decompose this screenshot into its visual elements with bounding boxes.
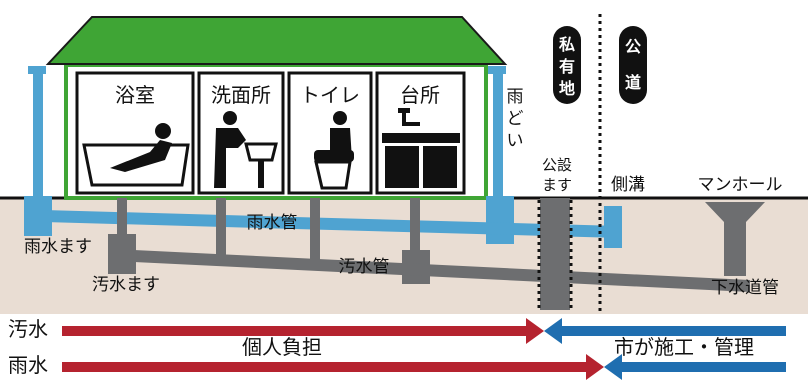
kitchen-sink-icon <box>382 108 460 188</box>
private-land-char-1: 私 <box>559 35 575 54</box>
room-toilet: トイレ <box>287 71 373 195</box>
room-label-kitchen: 台所 <box>400 83 440 107</box>
public-road-char-1: 公 <box>625 37 641 56</box>
sewage-pipes <box>108 198 765 310</box>
public-inlet-label-1: 公設 <box>542 156 572 174</box>
private-land-pill <box>553 26 581 104</box>
rainwater-pipe-label: 雨水管 <box>247 213 298 233</box>
toilet-person-icon <box>314 111 354 190</box>
private-land-char-3: 地 <box>559 79 575 98</box>
rainwater-pipes <box>24 66 622 248</box>
sewage-basin-label: 汚水ます <box>92 275 160 295</box>
rain-private-arrow <box>62 354 604 380</box>
washing-face-icon <box>214 111 278 188</box>
sewage-pipe-label: 汚水管 <box>339 257 390 277</box>
rain-gutter-char-2: ど <box>507 109 524 129</box>
room-label-bathroom: 浴室 <box>115 83 155 107</box>
room-washroom: 洗面所 <box>197 71 285 195</box>
room-label-washroom: 洗面所 <box>211 83 271 107</box>
manhole-label: マンホール <box>698 175 783 195</box>
side-ditch-label: 側溝 <box>611 175 645 195</box>
legend-sewage-label: 汚水 <box>8 317 48 341</box>
rainwater-basin-label: 雨水ます <box>24 237 92 257</box>
room-kitchen: 台所 <box>375 71 466 195</box>
bathtub-icon <box>82 123 190 187</box>
rain-gutter-char-3: い <box>507 131 524 151</box>
private-cost-label: 個人負担 <box>242 335 322 359</box>
room-bathroom: 浴室 <box>75 71 195 195</box>
sewage-private-arrow <box>62 318 544 344</box>
sewage-city-arrow <box>544 318 786 344</box>
legend-rain-label: 雨水 <box>8 353 48 377</box>
rain-city-arrow <box>604 354 786 380</box>
house-roof <box>45 16 508 65</box>
public-inlet-label-2: ます <box>542 176 572 194</box>
room-label-toilet: トイレ <box>300 83 360 107</box>
rain-gutter-char-1: 雨 <box>507 87 524 107</box>
private-land-char-2: 有 <box>559 57 575 76</box>
sewer-main-label: 下水道管 <box>711 278 779 298</box>
public-road-char-2: 道 <box>625 73 641 92</box>
city-work-label: 市が施工・管理 <box>614 335 754 359</box>
public-road-pill <box>619 26 647 104</box>
